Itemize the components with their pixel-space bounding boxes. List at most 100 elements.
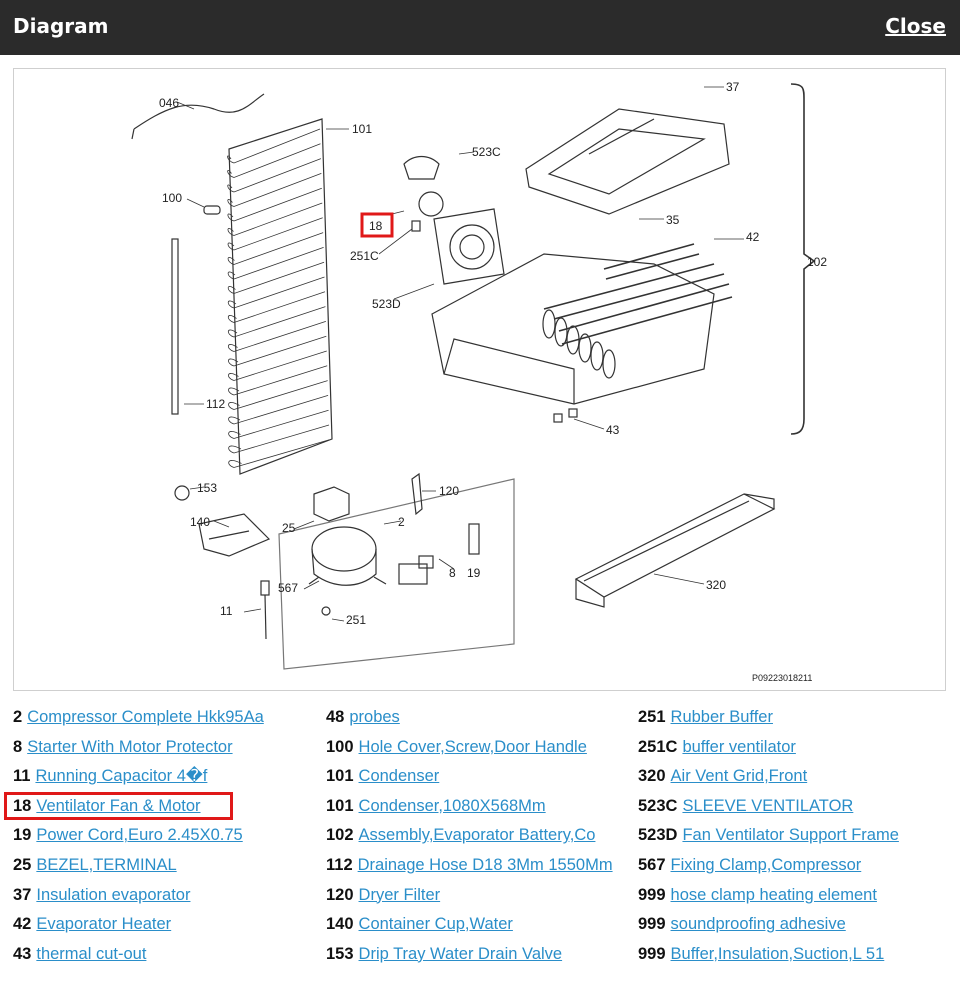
part-number: 251C — [638, 737, 678, 756]
part-link[interactable]: Fixing Clamp,Compressor — [670, 855, 862, 874]
close-button[interactable]: Close — [885, 14, 946, 38]
part-link[interactable]: Compressor Complete Hkk95Aa — [27, 708, 264, 726]
part-link[interactable]: Container Cup,Water — [358, 915, 513, 934]
part-link[interactable]: Fan Ventilator Support Frame — [682, 826, 899, 845]
callout-43: 43 — [606, 423, 620, 437]
part-link[interactable]: Power Cord,Euro 2.45X0.75 — [36, 826, 243, 845]
part-link[interactable]: Insulation evaporator — [36, 885, 191, 904]
part-number: 320 — [638, 767, 666, 786]
exploded-diagram: 046 101 100 112 153 140 25 2 11 567 251 … — [13, 68, 946, 691]
part-number: 523D — [638, 826, 678, 845]
callout-19: 19 — [467, 566, 481, 580]
part-link[interactable]: BEZEL,TERMINAL — [36, 855, 177, 874]
part-link[interactable]: Drip Tray Water Drain Valve — [358, 944, 563, 963]
callout-120: 120 — [439, 484, 459, 498]
callout-18[interactable]: 18 — [369, 219, 383, 233]
callout-25: 25 — [282, 521, 296, 535]
part-number: 25 — [13, 855, 32, 874]
callout-2: 2 — [398, 515, 405, 529]
callout-153: 153 — [197, 481, 217, 495]
callout-567: 567 — [278, 581, 298, 595]
callout-046: 046 — [159, 96, 179, 110]
part-number: 153 — [326, 944, 354, 963]
callout-102: 102 — [807, 255, 827, 269]
part-number: 999 — [638, 944, 666, 963]
part-link[interactable]: Dryer Filter — [358, 885, 441, 904]
part-link[interactable]: Ventilator Fan & Motor — [36, 796, 201, 815]
part-number: 120 — [326, 885, 354, 904]
part-number: 999 — [638, 885, 666, 904]
callout-18-highlight — [360, 212, 394, 238]
part-link[interactable]: Running Capacitor 4�f — [35, 767, 208, 786]
part-link[interactable]: hose clamp heating element — [670, 885, 877, 904]
part-link[interactable]: Starter With Motor Protector — [27, 737, 233, 756]
highlight-row-18 — [4, 792, 233, 820]
part-number: 999 — [638, 915, 666, 934]
part-number: 8 — [13, 737, 23, 756]
dialog-title: Diagram — [13, 14, 109, 38]
part-link[interactable]: buffer ventilator — [682, 737, 796, 756]
callout-100: 100 — [162, 191, 182, 205]
callout-320: 320 — [706, 578, 726, 592]
callout-523d: 523D — [372, 297, 401, 311]
part-number: 100 — [326, 737, 354, 756]
part-link[interactable]: Evaporator Heater — [36, 915, 172, 934]
callout-112: 112 — [206, 397, 225, 411]
callout-101: 101 — [352, 122, 372, 136]
callout-251c: 251C — [350, 249, 379, 263]
part-number: 101 — [326, 767, 354, 786]
part-number: 251 — [638, 708, 666, 726]
callout-251: 251 — [346, 613, 366, 627]
part-link[interactable]: probes — [349, 708, 400, 726]
part-link[interactable]: thermal cut-out — [36, 944, 147, 963]
part-link[interactable]: SLEEVE VENTILATOR — [682, 796, 854, 815]
part-number: 48 — [326, 708, 345, 726]
part-link[interactable]: Condenser — [358, 767, 440, 786]
part-link[interactable]: Condenser,1080X568Mm — [358, 796, 546, 815]
part-link[interactable]: Hole Cover,Screw,Door Handle — [358, 737, 587, 756]
part-link[interactable]: Buffer,Insulation,Suction,L 51 — [670, 944, 885, 963]
part-link[interactable]: Drainage Hose D18 3Mm 1550Mm — [357, 855, 613, 874]
catalog-number: P09223018211 — [752, 673, 812, 683]
callout-140: 140 — [190, 515, 210, 529]
callout-8: 8 — [449, 566, 456, 580]
part-number: 42 — [13, 915, 32, 934]
part-link[interactable]: Air Vent Grid,Front — [670, 767, 808, 786]
part-number: 37 — [13, 885, 32, 904]
part-number: 101 — [326, 796, 354, 815]
part-link[interactable]: Assembly,Evaporator Battery,Co — [358, 826, 596, 845]
part-number: 140 — [326, 915, 354, 934]
part-link[interactable]: Rubber Buffer — [670, 708, 773, 726]
callout-37: 37 — [726, 80, 740, 94]
part-number: 2 — [13, 708, 23, 726]
callout-35: 35 — [666, 213, 680, 227]
part-number: 11 — [13, 767, 31, 786]
part-link[interactable]: soundproofing adhesive — [670, 915, 846, 934]
